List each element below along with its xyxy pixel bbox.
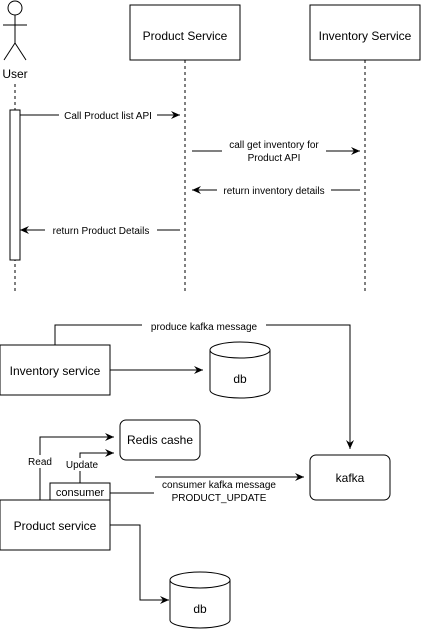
product-db-cylinder[interactable] [169,571,231,629]
product-service-lifeline-label: Product Service [143,29,228,43]
product-service-box[interactable] [0,499,111,551]
user-activation-bar[interactable] [9,109,21,261]
inventory-service-box-label: Inventory service [10,364,101,378]
update-connector-arrow [79,449,114,483]
call-product-list-label: Call Product list API [64,111,152,122]
consume-kafka-message-label-line1: consumer kafka message [162,480,276,491]
update-label: Update [66,460,99,471]
kafka-box[interactable] [309,454,391,501]
read-label: Read [28,457,52,468]
inventory-service-box[interactable] [0,344,111,396]
produce-kafka-message-label: produce kafka message [151,322,258,333]
user-actor-icon [3,0,27,61]
product-db-label: db [193,602,207,616]
product-service-box-label: Product service [14,519,97,533]
call-get-inventory-label-line2: Product API [248,153,301,164]
product-service-lifeline-box[interactable] [129,4,241,61]
user-actor-label: User [2,67,27,81]
return-product-label: return Product Details [53,226,150,237]
return-inventory-label: return inventory details [223,186,324,197]
inventory-service-lifeline-box[interactable] [309,4,421,61]
consume-kafka-message-label-line2: PRODUCT_UPDATE [172,493,267,504]
inventory-service-lifeline-label: Inventory Service [319,29,412,43]
inventory-db-cylinder[interactable] [209,341,271,399]
redis-cache-label: Redis cashe [127,433,193,447]
kafka-box-label: kafka [336,471,365,485]
product-to-db-arrow [110,524,169,604]
consumer-box-label: consumer [56,487,105,499]
consumer-box[interactable] [49,482,111,501]
inventory-db-label: db [233,372,247,386]
call-get-inventory-label-line1: call get inventory for [229,140,319,151]
read-connector-arrow [39,433,114,500]
redis-cache-box[interactable] [119,419,201,461]
